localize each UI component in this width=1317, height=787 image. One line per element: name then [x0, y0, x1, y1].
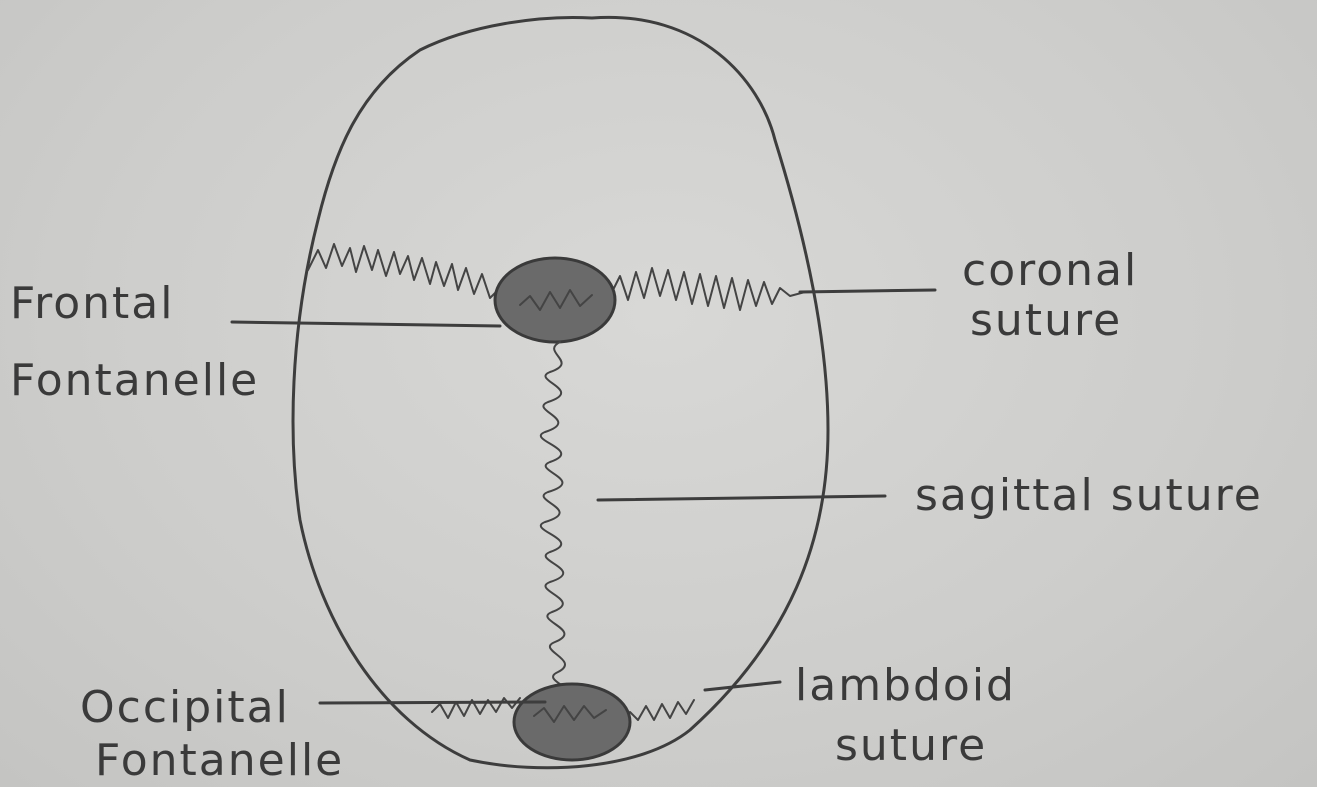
occipital-fontanelle: [514, 684, 630, 760]
frontal-label-line2: Fontanelle: [10, 355, 259, 406]
lambdoid-label-line1: lambdoid: [795, 660, 1016, 711]
coronal-suture-left: [308, 244, 498, 298]
occipital-label-line2: Fontanelle: [95, 735, 344, 786]
occipital-label-line1: Occipital: [80, 682, 290, 733]
sagittal-suture: [541, 342, 568, 695]
coronal-label-line2: suture: [970, 295, 1122, 346]
coronal-label-line1: coronal: [962, 245, 1138, 296]
coronal-suture-right: [612, 268, 805, 310]
frontal-label-line1: Frontal: [10, 278, 174, 329]
sagittal-label: sagittal suture: [915, 470, 1263, 521]
sagittal-leader-line: [598, 496, 885, 500]
lambdoid-leader-line: [705, 682, 780, 690]
frontal-leader-line: [232, 322, 500, 326]
occipital-leader-line: [320, 702, 545, 703]
lambdoid-label-line2: suture: [835, 720, 987, 771]
coronal-leader-line: [800, 290, 935, 292]
